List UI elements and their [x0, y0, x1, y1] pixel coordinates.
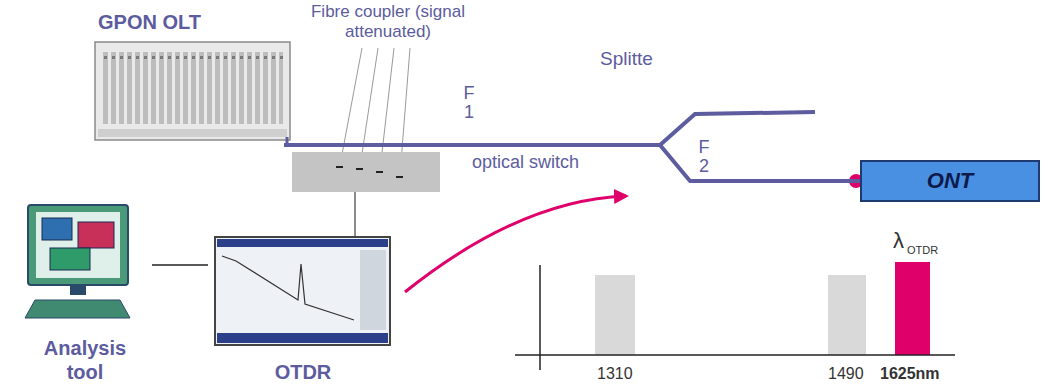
monitor	[28, 205, 128, 285]
leader-line	[360, 48, 378, 167]
olt-device	[95, 42, 299, 145]
data-cable	[152, 264, 208, 266]
window	[42, 218, 72, 240]
computer-icon	[25, 205, 130, 318]
coupler	[292, 48, 440, 236]
callout-text: Fibre coupler (signal attenuated)	[298, 2, 478, 41]
switch-contact	[356, 168, 363, 170]
axis-tick: 1625nm	[880, 365, 940, 383]
otdr-panel	[360, 250, 386, 330]
node-heading: OTDR	[275, 360, 332, 384]
axis-tick: 1490	[828, 365, 864, 383]
window	[50, 248, 90, 270]
window	[78, 222, 114, 248]
otdr-screen	[215, 237, 390, 345]
olt-device: GPON OLT	[88, 4, 298, 150]
coupler-box	[292, 152, 440, 192]
otdr-frame	[215, 237, 390, 345]
otdr-link	[354, 192, 356, 236]
screen	[36, 212, 120, 278]
node-heading: Analysis tool	[30, 336, 140, 384]
otdr-bar	[217, 333, 388, 343]
node-heading: GPON OLT	[98, 10, 201, 34]
fibre-label: F 2	[695, 138, 713, 176]
wavelength-symbol: λ	[893, 228, 904, 253]
part-name: Splitte	[600, 48, 653, 70]
switch-contact	[376, 171, 383, 173]
switch-contact	[396, 176, 403, 178]
fibre-stub	[286, 137, 289, 145]
leader-line	[340, 48, 362, 165]
otdr-unit: OTDR	[208, 230, 398, 386]
analysis-tool: Analysis tool	[18, 196, 152, 386]
box-text: ONT	[927, 168, 973, 194]
olt-slots	[102, 50, 283, 126]
otdr-bar	[217, 239, 388, 247]
olt-chassis	[95, 42, 290, 140]
wavelength-bar	[895, 262, 930, 355]
ont-box: ONT	[860, 160, 1040, 202]
olt-base	[98, 129, 287, 137]
otdr-trace	[222, 256, 354, 320]
splitter-branch	[660, 112, 815, 145]
keyboard	[25, 300, 130, 318]
fibre-link	[298, 145, 860, 181]
part-name: optical switch	[472, 152, 579, 173]
wavelength-bar	[828, 275, 866, 355]
wavelength-bar	[595, 275, 635, 355]
wavelength-subscript: OTDR	[907, 244, 938, 257]
stand	[70, 285, 86, 295]
injection-arrow	[405, 196, 626, 292]
fibre-label: F 1	[460, 84, 478, 122]
spectrum-chart	[515, 262, 955, 370]
leader-line	[380, 48, 394, 170]
axis	[515, 354, 955, 356]
switch-contact	[336, 166, 343, 168]
axis-tick: 1310	[597, 365, 633, 383]
